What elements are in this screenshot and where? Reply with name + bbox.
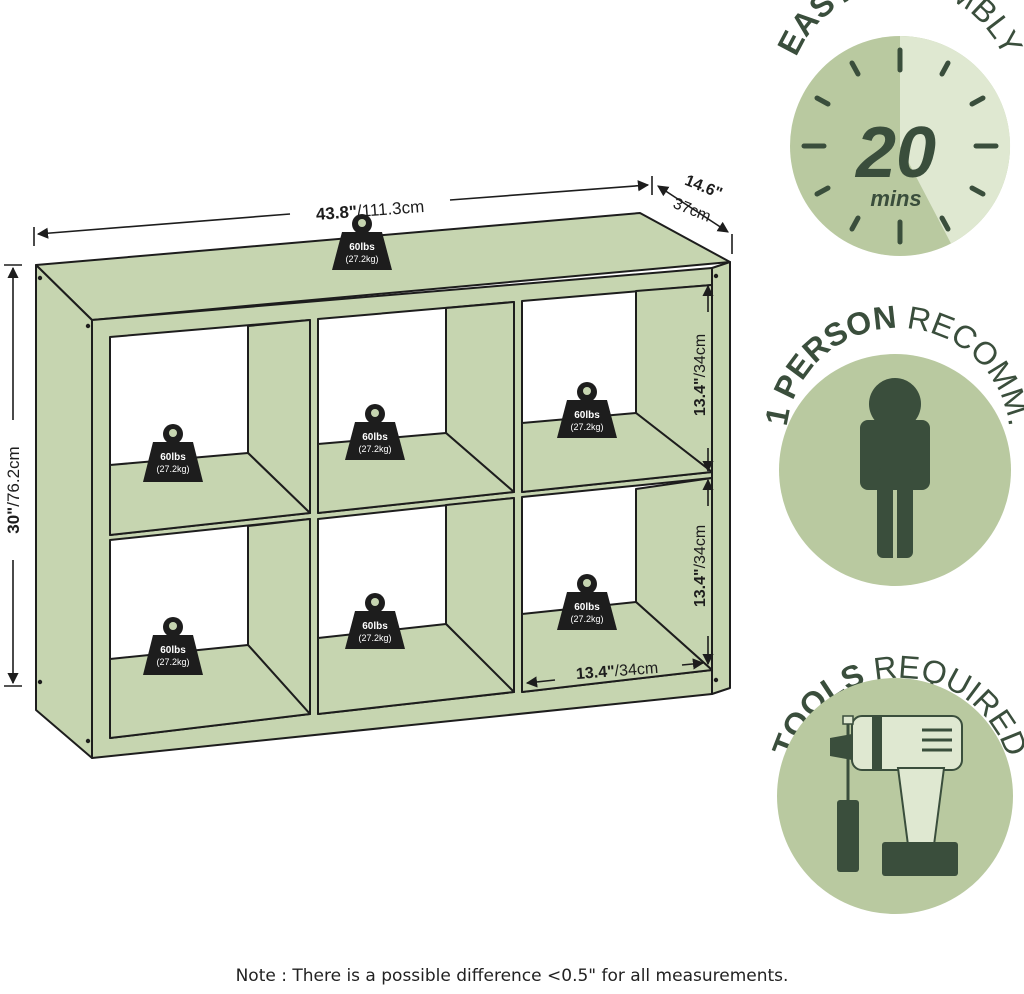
measurement-note: Note : There is a possible difference <0… bbox=[235, 966, 789, 986]
svg-text:60lbs: 60lbs bbox=[160, 452, 186, 463]
person-icon bbox=[860, 378, 930, 558]
weight-badge: 60lbs (27.2kg) bbox=[557, 574, 617, 630]
weight-badge: 60lbs (27.2kg) bbox=[345, 404, 405, 460]
weight-icon bbox=[143, 617, 203, 675]
assembly-time-value: 20 bbox=[854, 113, 936, 193]
svg-text:(27.2kg): (27.2kg) bbox=[358, 633, 391, 643]
weight-icon bbox=[345, 593, 405, 649]
shelf-right-side bbox=[711, 261, 731, 695]
assembly-time-unit: mins bbox=[870, 186, 921, 211]
clock-icon bbox=[790, 35, 1011, 256]
svg-text:(27.2kg): (27.2kg) bbox=[345, 254, 378, 264]
weight-icon bbox=[557, 382, 617, 438]
weight-icon bbox=[345, 404, 405, 460]
svg-text:(27.2kg): (27.2kg) bbox=[156, 464, 189, 474]
cube-opening bbox=[317, 301, 515, 514]
svg-text:60lbs: 60lbs bbox=[574, 602, 600, 613]
feature-one-person: 1 PERSON RECOMM. bbox=[758, 299, 1024, 586]
feature-tools-required: TOOLS REQUIRED bbox=[765, 649, 1024, 914]
depth-label-cm: 37cm bbox=[670, 195, 713, 225]
weight-badge: 60lbs (27.2kg) bbox=[557, 382, 617, 438]
cube-opening bbox=[109, 319, 311, 536]
dimension-lines bbox=[4, 176, 733, 688]
svg-text:60lbs: 60lbs bbox=[349, 242, 375, 253]
svg-text:60lbs: 60lbs bbox=[160, 645, 186, 656]
svg-text:60lbs: 60lbs bbox=[574, 410, 600, 421]
weight-badge: 60lbs (27.2kg) bbox=[143, 424, 203, 482]
cube-opening bbox=[109, 518, 311, 739]
svg-text:60lbs: 60lbs bbox=[362, 621, 388, 632]
screwdriver-icon bbox=[837, 715, 859, 872]
weight-icon bbox=[557, 574, 617, 630]
feature-easy-assembly: EASY ASSEMBLY 20 mins bbox=[770, 0, 1024, 256]
cube-height-bottom-label: 13.4"/34cm bbox=[692, 525, 709, 607]
depth-label-inches: 14.6" bbox=[682, 172, 724, 202]
weight-badge: 60lbs (27.2kg) bbox=[345, 593, 405, 649]
weight-icon bbox=[332, 214, 392, 270]
shelf-left-side bbox=[35, 264, 93, 759]
svg-text:(27.2kg): (27.2kg) bbox=[358, 444, 391, 454]
drill-icon bbox=[830, 715, 963, 876]
svg-text:(27.2kg): (27.2kg) bbox=[570, 614, 603, 624]
cube-width-label: 13.4"/34cm bbox=[575, 660, 658, 683]
cube-opening bbox=[521, 477, 713, 693]
svg-text:60lbs: 60lbs bbox=[362, 432, 388, 443]
weight-badge: 60lbs (27.2kg) bbox=[332, 214, 392, 270]
cube-opening bbox=[317, 497, 515, 715]
weight-icon bbox=[143, 424, 203, 482]
fastener-dots bbox=[37, 273, 719, 744]
cube-height-top-label: 13.4"/34cm bbox=[692, 334, 709, 416]
svg-text:(27.2kg): (27.2kg) bbox=[156, 657, 189, 667]
svg-text:(27.2kg): (27.2kg) bbox=[570, 422, 603, 432]
height-label: 30"/76.2cm bbox=[4, 446, 23, 533]
cube-opening bbox=[521, 284, 713, 493]
weight-badge: 60lbs (27.2kg) bbox=[143, 617, 203, 675]
